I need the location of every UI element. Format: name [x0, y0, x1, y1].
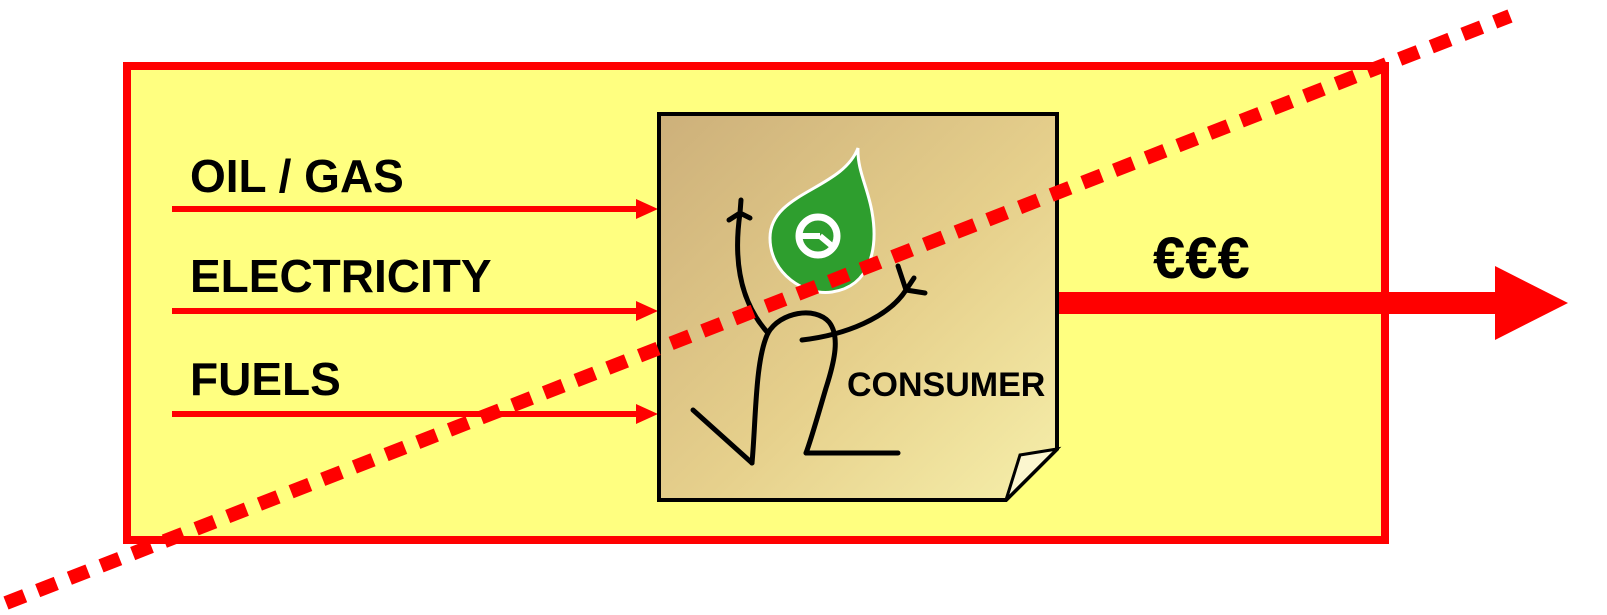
consumer-label: CONSUMER	[847, 366, 1045, 404]
input-label-electricity: ELECTRICITY	[190, 250, 492, 302]
green-leaf-logo-icon	[768, 147, 876, 294]
output-arrow-money	[1058, 266, 1568, 340]
input-arrow-oil-gas	[172, 199, 658, 219]
input-arrow-electricity	[172, 301, 658, 321]
input-arrow-fuels	[172, 404, 658, 424]
dashed-boundary-line	[3, 9, 1513, 610]
stick-figure-icon	[690, 197, 928, 466]
input-label-oil-gas: OIL / GAS	[190, 150, 404, 202]
input-label-fuels: FUELS	[190, 353, 341, 405]
output-label-money: €€€	[1153, 226, 1250, 291]
consumer-note	[657, 112, 1062, 502]
